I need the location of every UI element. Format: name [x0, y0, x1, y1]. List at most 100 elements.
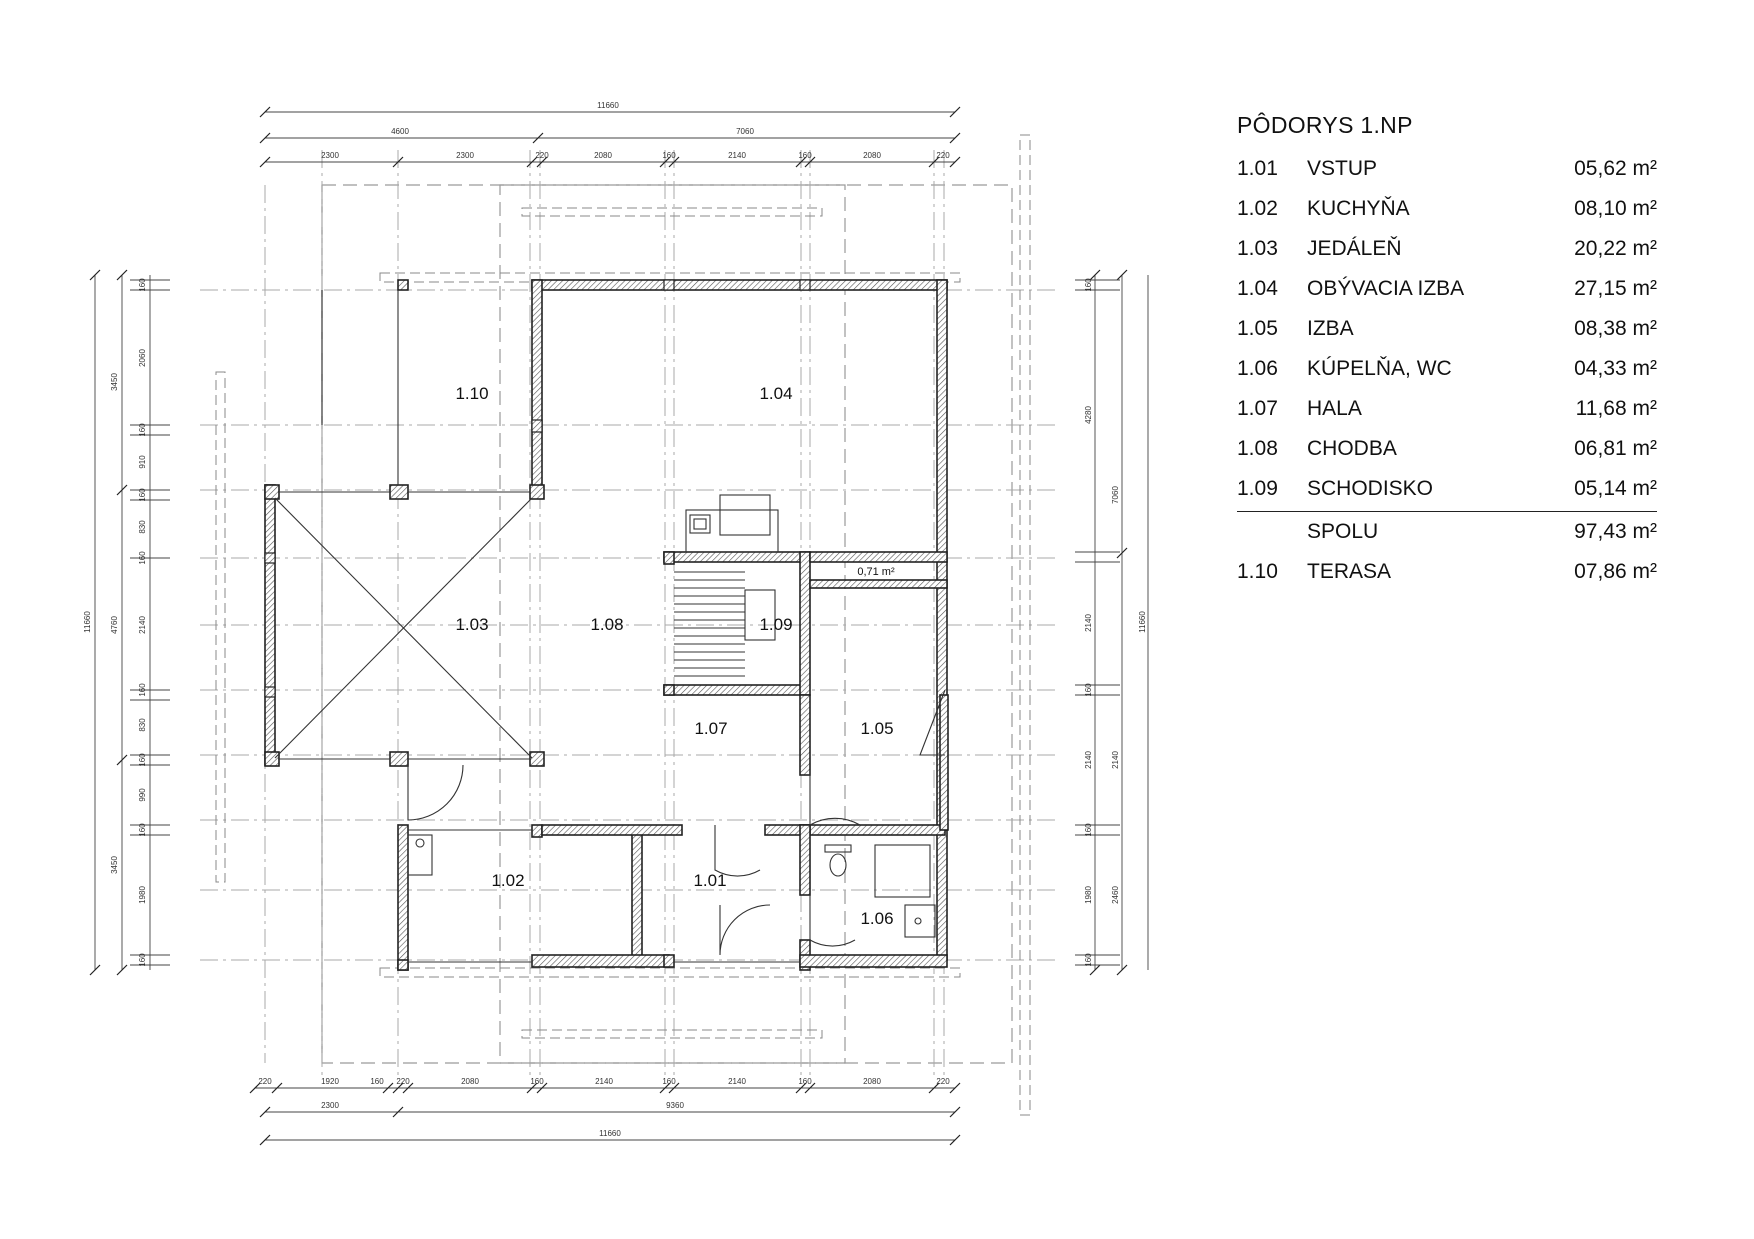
dim-top-split: 4600 [391, 127, 409, 136]
dim-left-detail: 990 [138, 788, 147, 802]
horizontal-axes [200, 289, 1060, 961]
dim-left-split: 3450 [110, 856, 119, 874]
dim-right-total: 11660 [1138, 611, 1147, 633]
schedule-title: PÔDORYS 1.NP [1237, 112, 1413, 138]
room-area: 05,14 m² [1574, 477, 1657, 500]
room-name: OBÝVACIA IZBA [1307, 277, 1465, 300]
total-area: 97,43 m² [1574, 520, 1657, 543]
room-code: 1.02 [1237, 197, 1278, 220]
walls [264, 279, 949, 971]
dim-bottom-detail: 160 [798, 1077, 812, 1086]
dim-left-detail: 160 [138, 823, 147, 837]
room-code: 1.05 [1237, 317, 1278, 340]
dim-left-detail: 830 [138, 718, 147, 732]
room-name: CHODBA [1307, 437, 1397, 460]
room-code: 1.08 [1237, 437, 1278, 460]
room-area: 08,10 m² [1574, 197, 1657, 220]
dim-left-detail: 160 [138, 753, 147, 767]
dim-bottom-mid: 2300 [321, 1101, 339, 1110]
dim-right-split: 4280 [1084, 406, 1093, 424]
room-code: 1.01 [1237, 157, 1278, 180]
dim-bottom-detail: 160 [530, 1077, 544, 1086]
dimension-labels: 11660 4600 7060 2300 2300 220 2080 160 2… [83, 101, 1147, 1138]
room-name: KUCHYŇA [1307, 197, 1410, 220]
room-label-1-08: 1.08 [590, 615, 623, 634]
room-area: 08,38 m² [1574, 317, 1657, 340]
schedule-total-row: SPOLU 97,43 m² [1237, 512, 1657, 552]
room-name: SCHODISKO [1307, 477, 1434, 500]
room-area: 27,15 m² [1574, 277, 1657, 300]
dim-top-detail: 2080 [594, 151, 612, 160]
room-label-1-09: 1.09 [759, 615, 792, 634]
dim-left-detail: 910 [138, 455, 147, 469]
side-extension-ticks [130, 279, 1120, 966]
schedule-row: 1.05 IZBA 08,38 m² [1237, 309, 1657, 349]
terrace-code: 1.10 [1237, 560, 1278, 583]
dim-right-detail: 1980 [1084, 886, 1093, 904]
dim-bottom-detail: 2140 [595, 1077, 613, 1086]
room-label-1-10: 1.10 [455, 384, 488, 403]
dim-bottom-detail: 160 [662, 1077, 676, 1086]
dim-bottom-total: 11660 [599, 1129, 621, 1138]
dim-top-split: 7060 [736, 127, 754, 136]
dim-bottom-detail: 220 [936, 1077, 950, 1086]
dim-left-split: 4760 [110, 616, 119, 634]
room-name: VSTUP [1307, 157, 1378, 180]
room-name: KÚPELŇA, WC [1307, 357, 1452, 380]
dim-bottom-mid: 9360 [666, 1101, 684, 1110]
room-label-1-06: 1.06 [860, 909, 893, 928]
room-code: 1.06 [1237, 357, 1278, 380]
room-name: IZBA [1307, 317, 1354, 340]
dim-right-detail: 2140 [1084, 614, 1093, 632]
schedule-terrace-row: 1.10 TERASA 07,86 m² [1237, 552, 1657, 592]
terrace-name: TERASA [1307, 560, 1392, 583]
room-area: 04,33 m² [1574, 357, 1657, 380]
schedule-separator [1237, 511, 1657, 512]
room-label-1-05: 1.05 [860, 719, 893, 738]
dim-top-detail: 160 [798, 151, 812, 160]
schedule-row: 1.02 KUCHYŇA 08,10 m² [1237, 189, 1657, 229]
room-area: 05,62 m² [1574, 157, 1657, 180]
total-name: SPOLU [1307, 520, 1379, 543]
dim-left-detail: 2140 [138, 616, 147, 634]
dim-bottom-detail: 1920 [321, 1077, 339, 1086]
room-labels: 1.10 1.04 1.03 1.08 1.09 1.07 1.05 1.02 … [455, 384, 895, 928]
dim-left-detail: 160 [138, 953, 147, 967]
schedule-row: 1.06 KÚPELŇA, WC 04,33 m² [1237, 349, 1657, 389]
room-label-1-07: 1.07 [694, 719, 727, 738]
room-name: JEDÁLEŇ [1307, 237, 1402, 260]
dim-right-outer: 2460 [1111, 886, 1120, 904]
dim-left-detail: 1980 [138, 886, 147, 904]
room-area: 06,81 m² [1574, 437, 1657, 460]
room-area: 20,22 m² [1574, 237, 1657, 260]
dim-left-detail: 2060 [138, 349, 147, 367]
dim-left-detail: 160 [138, 683, 147, 697]
dim-bottom-detail: 220 [396, 1077, 410, 1086]
dim-right-outer: 2140 [1111, 751, 1120, 769]
schedule-row: 1.04 OBÝVACIA IZBA 27,15 m² [1237, 269, 1657, 309]
dim-left-detail: 160 [138, 278, 147, 292]
dim-top-detail: 2300 [456, 151, 474, 160]
room-code: 1.03 [1237, 237, 1278, 260]
doors [407, 689, 946, 956]
room-name: HALA [1307, 397, 1362, 420]
room-label-1-01: 1.01 [693, 871, 726, 890]
dimension-lines [89, 106, 1149, 1146]
schedule-row: 1.03 JEDÁLEŇ 20,22 m² [1237, 229, 1657, 269]
dim-top-detail: 220 [936, 151, 950, 160]
room-label-1-03: 1.03 [455, 615, 488, 634]
dim-bottom-detail: 220 [258, 1077, 272, 1086]
schedule-row: 1.01 VSTUP 05,62 m² [1237, 149, 1657, 189]
dim-right-detail: 160 [1084, 683, 1093, 697]
dim-right-split: 7060 [1111, 486, 1120, 504]
dim-left-detail: 160 [138, 551, 147, 565]
dim-top-detail: 2300 [321, 151, 339, 160]
dim-left-split: 3450 [110, 373, 119, 391]
dim-right-detail: 160 [1084, 953, 1093, 967]
dim-bottom-detail: 160 [370, 1077, 384, 1086]
stair-treads [674, 571, 776, 677]
dim-top-total: 11660 [597, 101, 619, 110]
room-code: 1.04 [1237, 277, 1278, 300]
